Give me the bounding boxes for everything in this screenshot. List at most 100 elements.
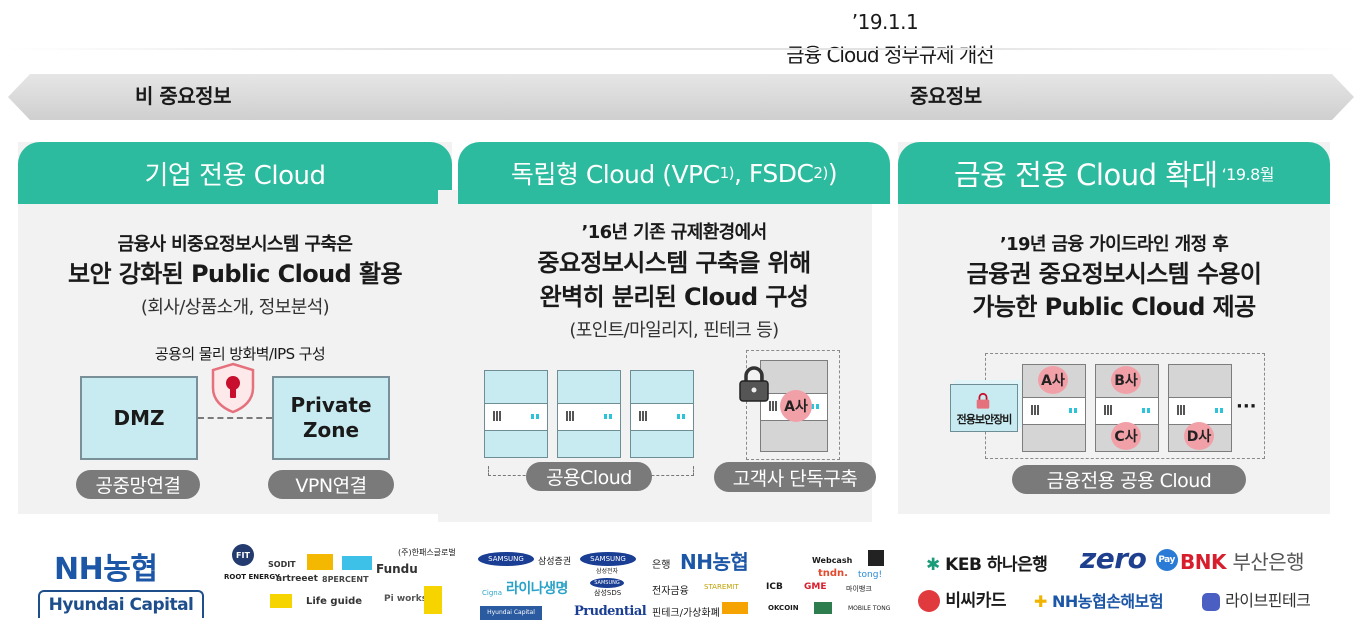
badge-d: D사 <box>1184 422 1214 450</box>
logo-yellow-badge <box>307 554 333 570</box>
pill-shared-cloud: 공용Cloud <box>526 462 652 491</box>
logo-piworks: Pi works <box>384 594 428 604</box>
lock-icon <box>739 366 769 402</box>
dmz-label: DMZ <box>113 405 165 430</box>
shared-server-1 <box>484 370 548 458</box>
pill-financial-cloud: 금융전용 공용 Cloud <box>1012 465 1246 494</box>
logo-samsung-2: SAMSUNG <box>580 552 636 566</box>
logo-nh-insurance: ✚ NH농협손해보험 <box>1034 588 1164 612</box>
private-zone-label: Private Zone <box>290 393 372 442</box>
firewall-link-line <box>198 417 272 419</box>
sensitivity-arrow <box>8 74 1354 120</box>
cat-bank: 은행 <box>652 560 671 571</box>
logo-samsung-3: SAMSUNG <box>590 578 624 588</box>
p2-title-mid: , FSDC <box>734 158 814 188</box>
logo-hanpass: (주)한패스글로벌 <box>398 548 456 557</box>
logo-mobile-tong: MOBILE TONG <box>848 605 891 612</box>
logo-samsung-sds: 삼성SDS <box>594 589 622 597</box>
badge-c: C사 <box>1111 422 1141 450</box>
p2-line1: ’16년 기존 규제환경에서 <box>581 222 767 243</box>
panel-financial-title: 금융 전용 Cloud 확대‘19.8월 <box>898 142 1330 204</box>
shared-server-2 <box>557 370 621 458</box>
logo-life-guide: Life guide <box>306 596 363 607</box>
logo-gme: GME <box>804 582 827 592</box>
logo-tong: tong! <box>858 570 883 580</box>
p2-title-end: ) <box>827 158 838 188</box>
pill-dedicated: 고객사 단독구축 <box>714 462 876 492</box>
logo-hyundai-small: Hyundai Capital <box>480 606 542 620</box>
logo-prudential: Prudential <box>574 604 647 619</box>
logo-nh2: NH농협 <box>680 550 749 574</box>
p2-note: (포인트/마일리지, 핀테크 등) <box>569 320 779 341</box>
bc-circle-icon <box>918 590 940 612</box>
logo-staremit: STAREMIT <box>704 583 739 591</box>
logo-green-badge <box>814 602 832 614</box>
p3-line1: ’19년 금융 가이드라인 개정 후 <box>999 234 1229 255</box>
logo-mybank: 마이뱅크 <box>846 585 872 593</box>
cat-efin: 전자금융 <box>652 586 689 597</box>
logo-samsung-elec: 삼성전자 <box>596 568 619 575</box>
logo-live-text: 라이브핀테크 <box>1225 591 1311 610</box>
logo-keb-text: KEB 하나은행 <box>945 555 1048 575</box>
keb-mark-icon: ✱ <box>926 555 940 575</box>
p3-title-date: ‘19.8월 <box>1221 165 1275 184</box>
p3-line2: 금융권 중요정보시스템 수용이 <box>966 260 1262 288</box>
lock-icon-small <box>976 392 990 409</box>
badge-b: B사 <box>1111 366 1141 394</box>
p1-line2: 보안 강화된 Public Cloud 활용 <box>68 260 403 288</box>
badge-a: A사 <box>1038 366 1068 394</box>
logo-okcoin: OKCOIN <box>768 604 799 612</box>
regulation-title: 금융 Cloud 정부규제 개선 <box>786 43 994 67</box>
more-ellipsis: ··· <box>1236 396 1257 417</box>
logo-cigna: 라이나생명 <box>506 581 568 597</box>
p1-note: (회사/상품소개, 정보분석) <box>140 297 330 318</box>
logo-fit: FIT <box>232 544 254 566</box>
p1-line1: 금융사 비중요정보시스템 구축은 <box>117 234 353 255</box>
logo-bnk: BNK 부산은행 <box>1180 546 1305 575</box>
logo-root-energy: ROOT ENERGY <box>224 573 280 581</box>
logo-keb-hana: ✱ KEB 하나은행 <box>926 550 1048 575</box>
logo-nh-ins-text: NH농협손해보험 <box>1051 592 1164 611</box>
p3-title-text: 금융 전용 Cloud 확대 <box>953 158 1218 192</box>
p2-title-sup1: 1) <box>719 164 735 182</box>
logo-hyundai-capital: Hyundai Capital <box>38 590 204 618</box>
logo-bc: 비씨카드 <box>918 586 1006 612</box>
p2-title-sup2: 2) <box>813 164 828 182</box>
logo-orange-badge <box>722 602 748 614</box>
logo-webcash: Webcash <box>812 556 853 565</box>
label-critical: 중요정보 <box>910 84 982 108</box>
panel-enterprise-title-text: 기업 전용 Cloud <box>144 160 326 191</box>
pill-public-network: 공중망연결 <box>76 470 200 499</box>
dmz-box: DMZ <box>80 376 198 460</box>
nh-ins-mark-icon: ✚ <box>1034 592 1047 611</box>
logo-tndn: tndn. <box>818 568 848 579</box>
logo-icb: ICB <box>766 582 783 592</box>
regulation-date: ’19.1.1 <box>851 10 919 34</box>
p2-line2: 중요정보시스템 구축을 위해 <box>537 249 811 277</box>
logo-artreeet: artreeet <box>276 574 318 584</box>
cat-fintech: 핀테크/가상화폐 <box>652 608 720 619</box>
firewall-shield-icon <box>211 362 255 414</box>
logo-zero-pay: Pay <box>1155 549 1178 571</box>
logo-fundu: Fundu <box>376 562 418 576</box>
live-mark-icon <box>1202 592 1220 611</box>
security-appliance-label: 전용보안장비 <box>956 413 1013 426</box>
logo-8percent: 8PERCENT <box>322 575 369 584</box>
fin-server-2 <box>1095 364 1159 452</box>
top-divider <box>6 48 1356 50</box>
private-zone-box: Private Zone <box>272 376 390 460</box>
p3-line3: 가능한 Public Cloud 제공 <box>972 293 1256 321</box>
p2-line3: 완벽히 분리된 Cloud 구성 <box>539 283 809 311</box>
p1-firewall-label: 공용의 물리 방화벽/IPS 구성 <box>154 345 326 363</box>
logo-fit-text: FIT <box>236 550 250 560</box>
label-non-critical: 비 중요정보 <box>135 84 231 108</box>
logo-dark-square <box>868 550 884 566</box>
logo-bc-text: 비씨카드 <box>945 591 1006 611</box>
logo-bnk-mark: BNK <box>1180 550 1226 574</box>
panel-financial <box>898 142 1330 514</box>
panel-enterprise-title: 기업 전용 Cloud <box>18 142 452 204</box>
logo-live-fintech: 라이브핀테크 <box>1202 587 1311 611</box>
logo-cigna-en: Cigna <box>482 589 503 597</box>
logo-yellow-square <box>270 594 292 608</box>
